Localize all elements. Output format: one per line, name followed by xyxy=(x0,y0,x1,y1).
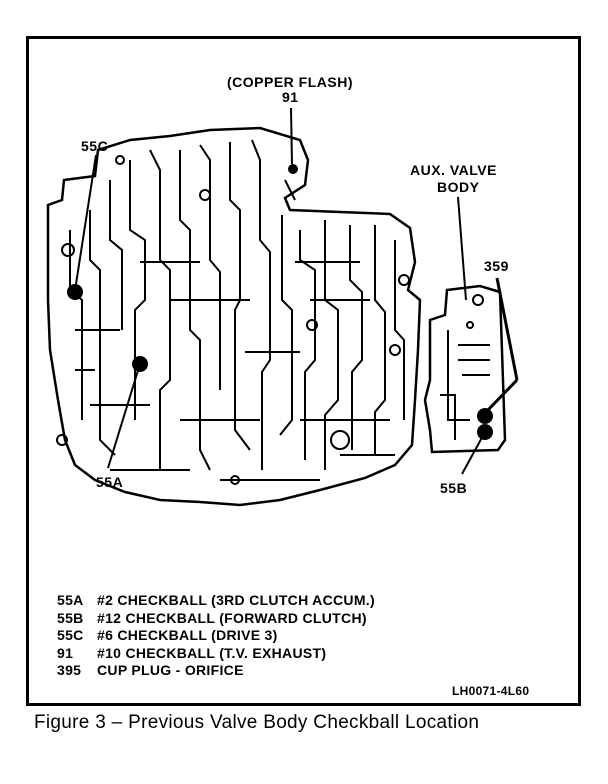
main-valve-body-outline xyxy=(46,126,422,507)
aux-valve-body-outline xyxy=(423,284,507,454)
legend-row: 395 CUP PLUG - ORIFICE xyxy=(57,662,375,680)
legend-text: #6 CHECKBALL (DRIVE 3) xyxy=(97,627,278,643)
main-body-channels xyxy=(69,139,405,481)
legend-code: 91 xyxy=(57,644,74,661)
plug-359 xyxy=(477,408,493,424)
legend-row: 55A #2 CHECKBALL (3RD CLUTCH ACCUM.) xyxy=(57,592,375,610)
label-55c: 55C xyxy=(81,138,109,154)
label-359: 359 xyxy=(484,258,509,274)
checkball-55c xyxy=(67,284,83,300)
legend-code: 55A xyxy=(57,592,84,608)
legend-code: 55B xyxy=(57,609,84,626)
label-55a: 55A xyxy=(96,474,124,490)
figure-frame xyxy=(26,36,581,706)
label-copper-flash: (COPPER FLASH) xyxy=(227,74,353,90)
label-aux-valve-line2: BODY xyxy=(437,179,480,195)
legend-row: 55C #6 CHECKBALL (DRIVE 3) xyxy=(57,627,375,645)
legend-code: 55C xyxy=(57,627,84,643)
label-55b: 55B xyxy=(440,480,468,496)
legend-row: 91 #10 CHECKBALL (T.V. EXHAUST) xyxy=(57,645,375,663)
legend-row: 55B #12 CHECKBALL (FORWARD CLUTCH) xyxy=(57,610,375,628)
valve-body-ports xyxy=(56,155,410,485)
legend-text: #10 CHECKBALL (T.V. EXHAUST) xyxy=(97,644,327,661)
legend-code: 395 xyxy=(57,662,82,678)
legend: 55A #2 CHECKBALL (3RD CLUTCH ACCUM.) 55B #… xyxy=(57,592,375,680)
checkball-91 xyxy=(288,164,298,174)
legend-text: #2 CHECKBALL (3RD CLUTCH ACCUM.) xyxy=(97,592,375,608)
leader-lines xyxy=(75,107,519,475)
legend-text: CUP PLUG - ORIFICE xyxy=(97,662,244,678)
figure-caption: Figure 3 – Previous Valve Body Checkball… xyxy=(34,712,480,733)
label-aux-valve-line1: AUX. VALVE xyxy=(410,162,497,178)
label-91: 91 xyxy=(282,89,299,105)
legend-text: #12 CHECKBALL (FORWARD CLUTCH) xyxy=(97,609,367,626)
reference-code: LH0071-4L60 xyxy=(452,684,530,698)
aux-body-channels xyxy=(440,294,490,440)
